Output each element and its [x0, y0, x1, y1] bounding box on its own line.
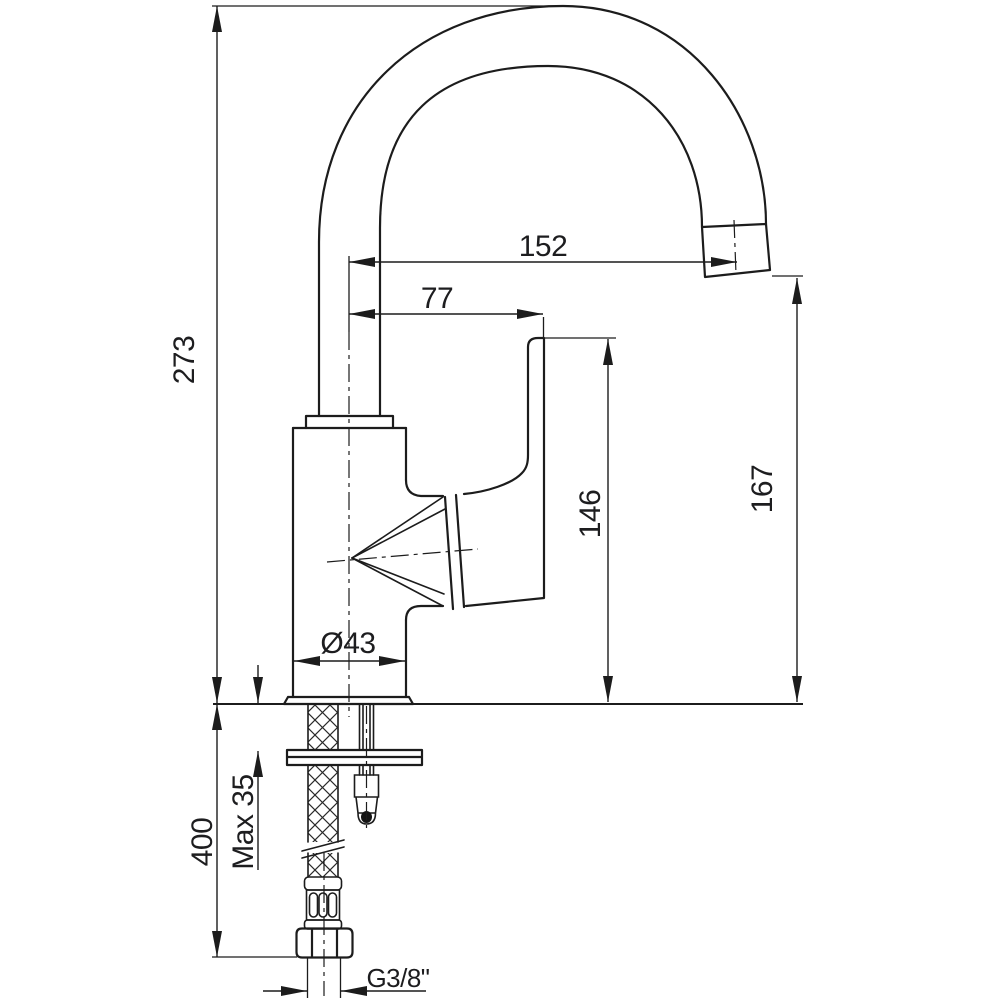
dim-body-diameter-label: Ø43 — [320, 627, 375, 660]
arrow-down — [212, 931, 222, 957]
cartridge-shoulder-top — [404, 478, 445, 498]
hose-edges — [307, 704, 339, 878]
cone-edge-lower-1 — [351, 557, 444, 607]
arrow-down — [603, 676, 613, 702]
handle-lever — [462, 336, 546, 608]
arrow-down — [792, 676, 802, 702]
arrow-down — [253, 677, 263, 703]
dim-max-deck-thickness-35: Max 35 — [227, 665, 263, 870]
dim-spout-to-handle-label: 77 — [421, 282, 453, 315]
hose-ferrule — [303, 876, 343, 891]
dim-spout-to-handle-77: 77 — [349, 282, 545, 338]
cone-edge-lower-2 — [351, 557, 445, 595]
hose-braid-3 — [308, 853, 338, 877]
dim-hose-length-label: 400 — [186, 818, 219, 867]
arrow-left — [349, 309, 375, 319]
clamp-stud — [358, 703, 375, 776]
arrow-right — [379, 656, 405, 666]
dim-body-diameter-43: Ø43 — [294, 627, 405, 666]
cartridge-axis-centerline — [326, 548, 479, 563]
dim-overall-height-273: 273 — [168, 5, 565, 957]
dim-overall-height-label: 273 — [168, 336, 201, 385]
arrow-up — [603, 339, 613, 365]
dim-max-deck-thickness-label: Max 35 — [227, 774, 260, 869]
arrow-down — [212, 677, 222, 703]
arrow-up — [212, 704, 222, 730]
centerlines — [323, 219, 737, 996]
spout-aerator — [700, 222, 772, 279]
arrow-up — [792, 278, 802, 304]
faucet-outline — [282, 4, 772, 706]
dim-outlet-height-label: 167 — [746, 465, 779, 514]
supply-hose-and-hardware — [285, 703, 424, 959]
dim-handle-top-height-label: 146 — [574, 490, 607, 539]
cartridge-ring-front — [443, 495, 455, 611]
cartridge-shoulder-bottom — [404, 604, 445, 622]
arrow-left — [349, 257, 375, 267]
arrow-right — [711, 257, 737, 267]
hose-braid-2 — [308, 765, 338, 842]
dim-handle-top-height-146: 146 — [545, 337, 616, 702]
hose-braid-1 — [308, 705, 338, 750]
arrow-right — [281, 986, 307, 996]
arrow-up — [212, 6, 222, 32]
aerator-centerline — [733, 219, 737, 275]
body-collar — [304, 414, 395, 430]
dim-hose-length-400: 400 — [186, 704, 297, 958]
arrow-left — [341, 986, 367, 996]
dim-spout-reach-label: 152 — [519, 230, 568, 263]
cone-edge-upper-1 — [351, 496, 444, 559]
dim-thread-size-label: G3/8" — [366, 963, 429, 993]
cone-edge-upper-2 — [351, 508, 446, 559]
dim-thread-size-g38: G3/8" — [263, 958, 430, 998]
spout-inner-curve — [378, 64, 704, 418]
crimp-slot-3 — [327, 892, 338, 918]
crimp-slot-1 — [308, 892, 319, 918]
dim-spout-reach-152: 152 — [348, 230, 737, 332]
connection-hex-nut — [295, 927, 354, 959]
dim-outlet-height-167: 167 — [746, 275, 803, 702]
hose-break-lines — [301, 839, 345, 859]
clamp-nut — [353, 774, 380, 825]
arrow-right — [517, 309, 543, 319]
spout-outer-curve — [317, 4, 768, 418]
arrow-left — [294, 656, 320, 666]
arrow-up — [253, 751, 263, 777]
crimp-slot-2 — [318, 892, 328, 918]
mounting-plate — [285, 748, 424, 767]
hose-crimp-body — [305, 889, 341, 921]
